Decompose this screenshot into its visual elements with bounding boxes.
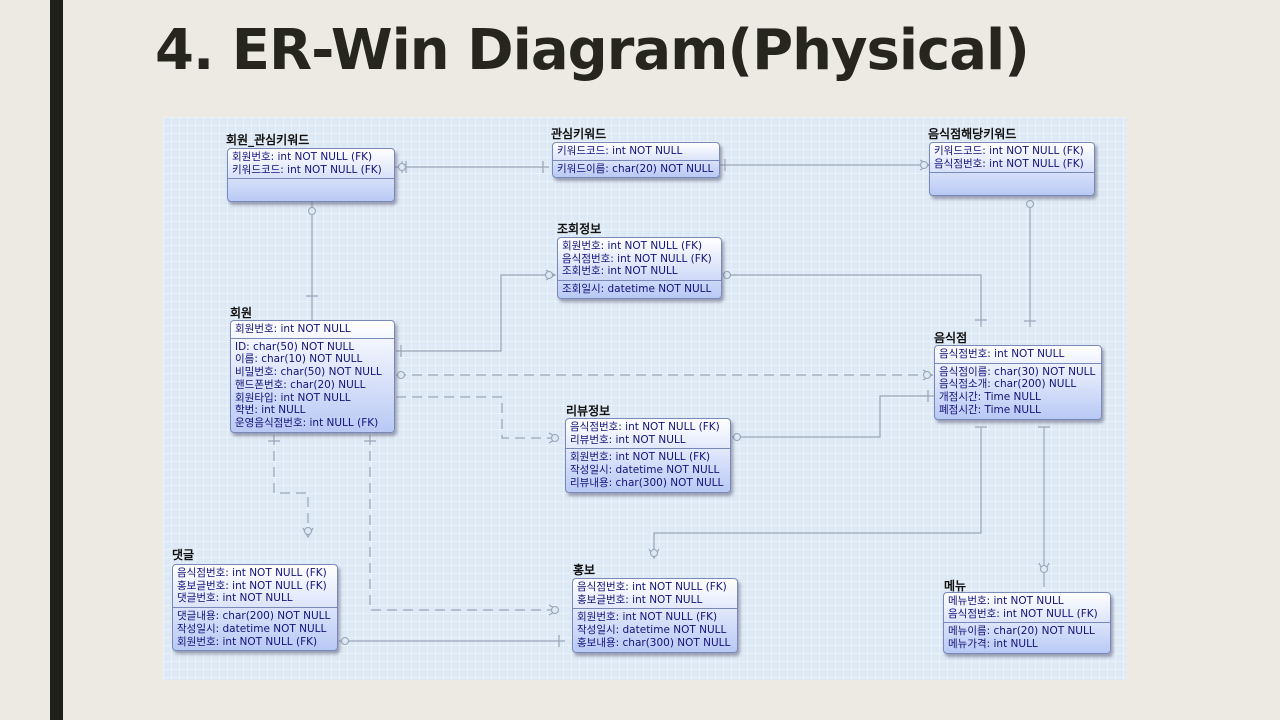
rel-optional-mark (307, 206, 317, 216)
key-attr: 홍보글번호: int NOT NULL (577, 593, 703, 606)
slide-title: 4. ER-Win Diagram(Physical) (155, 18, 1030, 83)
attr: 작성일시: datetime NOT NULL (177, 622, 327, 635)
rel-optional-mark (397, 162, 407, 172)
rel-optional-mark (1039, 564, 1049, 574)
rel-optional-mark (1025, 199, 1035, 209)
entity-comment[interactable]: 음식점번호: int NOT NULL (FK)홍보글번호: int NOT N… (172, 564, 338, 652)
attr: 메뉴가격: int NULL (948, 638, 1038, 651)
relationship-lines (268, 159, 1050, 647)
key-attr: 키워드코드: int NOT NULL (557, 145, 683, 157)
er-diagram-canvas: 회원_관심키워드 회원번호: int NOT NULL (FK)키워드코드: i… (163, 117, 1126, 680)
attr: 메뉴이름: char(20) NOT NULL (948, 625, 1095, 638)
attr: 회원타입: int NOT NULL (235, 391, 351, 404)
entity-title-view-info: 조회정보 (557, 222, 602, 236)
rel-optional-mark (303, 526, 313, 536)
key-attr: 음식점번호: int NOT NULL (FK) (577, 581, 727, 593)
entity-review-info[interactable]: 음식점번호: int NOT NULL (FK)리뷰번호: int NOT NU… (565, 418, 731, 493)
rel-optional-mark (550, 605, 560, 615)
attr: ID: char(50) NOT NULL (235, 340, 355, 353)
entity-view-info[interactable]: 회원번호: int NOT NULL (FK)음식점번호: int NOT NU… (557, 237, 722, 299)
rel-member-review-dashed (396, 396, 558, 439)
key-attr: 음식점번호: int NOT NULL (FK) (934, 157, 1084, 170)
rel-optional-mark (544, 270, 554, 280)
attr: 리뷰내용: char(300) NOT NULL (570, 476, 724, 489)
entity-title-member: 회원 (230, 306, 253, 320)
attr: 회원번호: int NOT NULL (FK) (577, 611, 718, 624)
attr: 개점시간: Time NULL (939, 391, 1041, 404)
entity-title-restaurant: 음식점 (934, 331, 968, 345)
rel-member-comment-dashed (273, 435, 309, 531)
key-attr: 회원번호: int NOT NULL (FK) (232, 151, 373, 163)
rel-rest-promo (653, 427, 982, 558)
attr: 조회일시: datetime NOT NULL (562, 283, 712, 296)
attr: 작성일시: datetime NOT NULL (570, 464, 720, 477)
attr: 키워드이름: char(20) NOT NULL (557, 162, 714, 175)
entity-member[interactable]: 회원번호: int NOT NULL ID: char(50) NOT NULL… (230, 320, 395, 433)
attr: 학번: int NULL (235, 404, 306, 417)
attr: 홍보내용: char(300) NOT NULL (577, 636, 731, 649)
entity-title-comment: 댓글 (172, 548, 195, 562)
key-attr: 키워드코드: int NOT NULL (FK) (232, 163, 382, 176)
accent-bar (50, 0, 63, 720)
attr-section-empty (930, 172, 1094, 195)
rel-optional-mark (922, 370, 932, 380)
attr: 회원번호: int NOT NULL (FK) (570, 451, 711, 464)
entity-title-review-info: 리뷰정보 (566, 404, 611, 418)
key-attr: 리뷰번호: int NOT NULL (570, 433, 686, 446)
key-attr: 회원번호: int NOT NULL (235, 323, 351, 335)
key-attr: 회원번호: int NOT NULL (FK) (562, 240, 703, 252)
entity-member-keyword[interactable]: 회원번호: int NOT NULL (FK)키워드코드: int NOT NU… (227, 148, 395, 203)
key-attr: 음식점번호: int NOT NULL (FK) (570, 421, 720, 433)
rel-view-rest (723, 274, 982, 327)
key-attr: 메뉴번호: int NOT NULL (948, 595, 1064, 607)
attr: 이름: char(10) NOT NULL (235, 353, 363, 366)
entity-promotion[interactable]: 음식점번호: int NOT NULL (FK)홍보글번호: int NOT N… (572, 578, 738, 653)
attr-section-empty (228, 178, 394, 201)
entity-restaurant-keyword[interactable]: 키워드코드: int NOT NULL (FK)음식점번호: int NOT N… (929, 142, 1095, 197)
key-attr: 댓글번호: int NOT NULL (177, 592, 293, 605)
key-attr: 음식점번호: int NOT NULL (FK) (948, 607, 1098, 620)
key-attr: 키워드코드: int NOT NULL (FK) (934, 145, 1084, 157)
entity-title-promotion: 홍보 (573, 563, 596, 577)
attr: 댓글내용: char(200) NOT NULL (177, 610, 331, 623)
entity-title-keyword: 관심키워드 (551, 127, 607, 141)
entity-title-restaurant-keyword: 음식점해당키워드 (928, 127, 1017, 141)
rel-optional-mark (919, 160, 929, 170)
key-attr: 홍보글번호: int NOT NULL (FK) (177, 579, 327, 592)
attr: 비밀번호: char(50) NOT NULL (235, 366, 382, 379)
attr: 핸드폰번호: char(20) NULL (235, 378, 366, 391)
entity-restaurant[interactable]: 음식점번호: int NOT NULL 음식점이름: char(30) NOT … (934, 345, 1102, 420)
entity-title-menu: 메뉴 (944, 579, 967, 593)
attr: 작성일시: datetime NOT NULL (577, 624, 727, 637)
rel-member-view (396, 274, 555, 352)
rel-optional-mark (732, 432, 742, 442)
entity-title-member-keyword: 회원_관심키워드 (226, 133, 310, 147)
rel-optional-mark (396, 370, 406, 380)
attr: 음식점소개: char(200) NULL (939, 378, 1077, 391)
rel-rest-review (732, 395, 938, 438)
entity-keyword[interactable]: 키워드코드: int NOT NULL 키워드이름: char(20) NOT … (552, 142, 720, 179)
key-attr: 음식점번호: int NOT NULL (FK) (562, 252, 712, 265)
attr: 운영음식점번호: int NULL (FK) (235, 416, 379, 429)
key-attr: 조회번호: int NOT NULL (562, 265, 678, 278)
attr: 음식점이름: char(30) NOT NULL (939, 365, 1096, 378)
attr: 폐점시간: Time NULL (939, 403, 1041, 416)
rel-member-promo-dashed (369, 435, 561, 611)
key-attr: 음식점번호: int NOT NULL (939, 348, 1065, 360)
key-attr: 음식점번호: int NOT NULL (FK) (177, 567, 327, 579)
rel-optional-mark (550, 433, 560, 443)
rel-optional-mark (722, 270, 732, 280)
attr: 회원번호: int NOT NULL (FK) (177, 635, 318, 648)
rel-optional-mark (649, 548, 659, 558)
rel-optional-mark (340, 636, 350, 646)
